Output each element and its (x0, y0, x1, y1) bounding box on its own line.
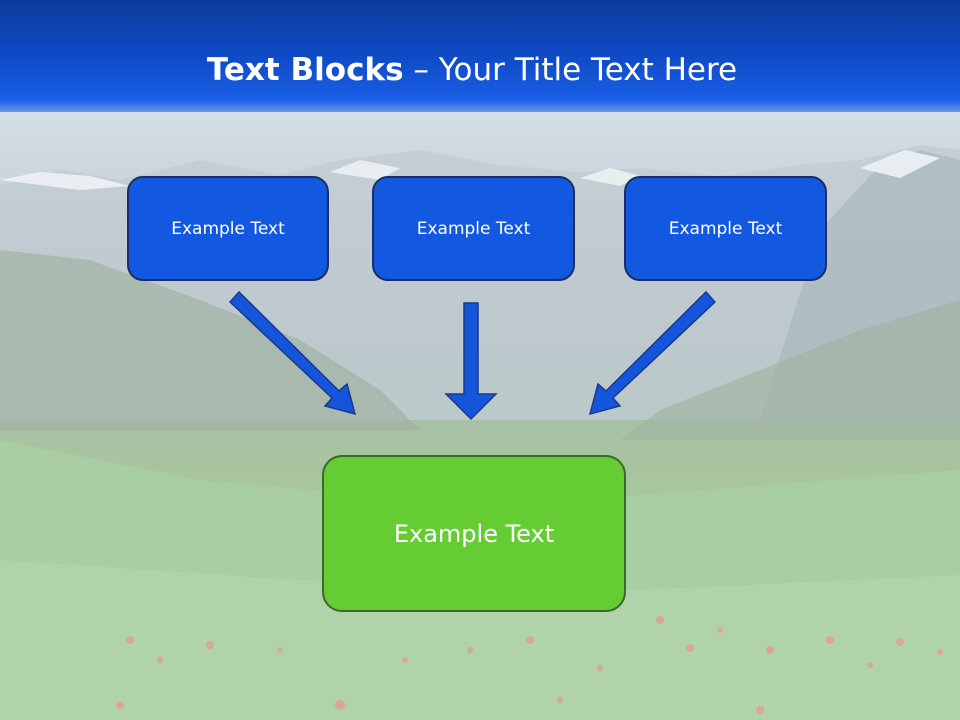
text-block-1[interactable]: Example Text (127, 176, 329, 281)
arrow-left-diagonal (228, 290, 357, 416)
title-bold-text: Text Blocks (206, 52, 404, 88)
text-block-2[interactable]: Example Text (372, 176, 575, 281)
text-block-2-label: Example Text (416, 218, 531, 239)
result-block[interactable]: Example Text (322, 455, 626, 612)
text-block-3-label: Example Text (668, 218, 783, 239)
arrow-center-down (444, 302, 498, 421)
title-rest-text: – Your Title Text Here (403, 52, 738, 88)
arrow-right-diagonal (588, 290, 717, 416)
slide-title: Text Blocks – Your Title Text Here (0, 52, 944, 88)
text-block-3[interactable]: Example Text (624, 176, 827, 281)
title-banner (0, 0, 960, 112)
text-block-1-label: Example Text (171, 218, 285, 239)
result-block-label: Example Text (393, 519, 555, 548)
